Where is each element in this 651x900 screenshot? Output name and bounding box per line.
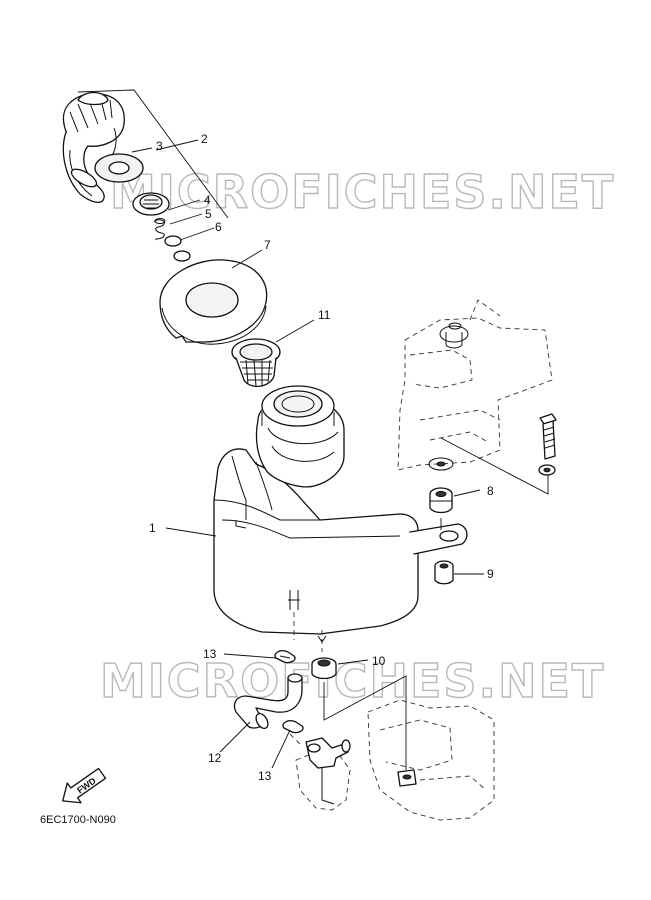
callout-12: 12 bbox=[208, 751, 222, 765]
leader-13a bbox=[223, 653, 277, 659]
callout-11: 11 bbox=[318, 308, 331, 322]
tank-pin bbox=[317, 635, 327, 643]
callout-2: 2 bbox=[201, 132, 208, 146]
filler-plate-7 bbox=[159, 259, 268, 345]
grommet-10 bbox=[311, 657, 337, 680]
diagram-code: 6EC1700-N090 bbox=[40, 814, 116, 826]
fuel-tank-1 bbox=[213, 385, 468, 635]
callout-13-lower: 13 bbox=[258, 769, 272, 783]
callout-5: 5 bbox=[205, 207, 212, 221]
fuel-cap bbox=[62, 91, 125, 204]
collar-9 bbox=[434, 560, 454, 585]
fwd-arrow-icon: FWD bbox=[62, 767, 107, 804]
callout-7: 7 bbox=[264, 238, 271, 252]
callout-10: 10 bbox=[372, 654, 386, 668]
leader-5 bbox=[169, 213, 203, 225]
callout-8: 8 bbox=[487, 484, 494, 498]
spring-5 bbox=[153, 218, 166, 241]
leader-3 bbox=[131, 147, 153, 153]
engine-bracket-bottom-right bbox=[367, 699, 495, 821]
leader-2 bbox=[155, 139, 199, 151]
leader-cap-group bbox=[77, 89, 229, 219]
bolt-right bbox=[538, 413, 557, 476]
callout-13-upper: 13 bbox=[203, 647, 217, 661]
leader-4 bbox=[167, 199, 201, 211]
leader-bracket-link bbox=[440, 437, 549, 495]
leader-10 bbox=[337, 659, 369, 665]
fuel-hose-12 bbox=[233, 673, 303, 730]
grommet-8 bbox=[429, 487, 453, 514]
hose-clip-upper bbox=[274, 650, 296, 664]
leader-grommet-bracket bbox=[323, 675, 407, 770]
o-ring-6 bbox=[164, 235, 191, 262]
leader-1 bbox=[165, 527, 217, 537]
valve-4 bbox=[132, 192, 170, 216]
engine-bracket-top-right bbox=[397, 299, 553, 471]
callout-3: 3 bbox=[156, 139, 163, 153]
watermark-top: MICROFICHES.NET bbox=[110, 165, 615, 219]
strainer-11 bbox=[231, 338, 281, 387]
dash-clip-fitting bbox=[289, 733, 301, 745]
callout-1: 1 bbox=[149, 521, 156, 535]
leader-12 bbox=[219, 721, 251, 753]
callout-9: 9 bbox=[487, 567, 494, 581]
leader-13b bbox=[271, 729, 291, 769]
callout-6: 6 bbox=[215, 220, 222, 234]
leader-6 bbox=[179, 227, 215, 241]
leader-8 bbox=[453, 489, 481, 497]
leader-11 bbox=[275, 319, 315, 343]
hose-clip-lower bbox=[282, 720, 304, 734]
gasket-washer-3 bbox=[94, 153, 144, 183]
leader-7 bbox=[231, 249, 263, 269]
fuel-joint-fitting bbox=[295, 737, 351, 811]
callout-4: 4 bbox=[204, 193, 211, 207]
